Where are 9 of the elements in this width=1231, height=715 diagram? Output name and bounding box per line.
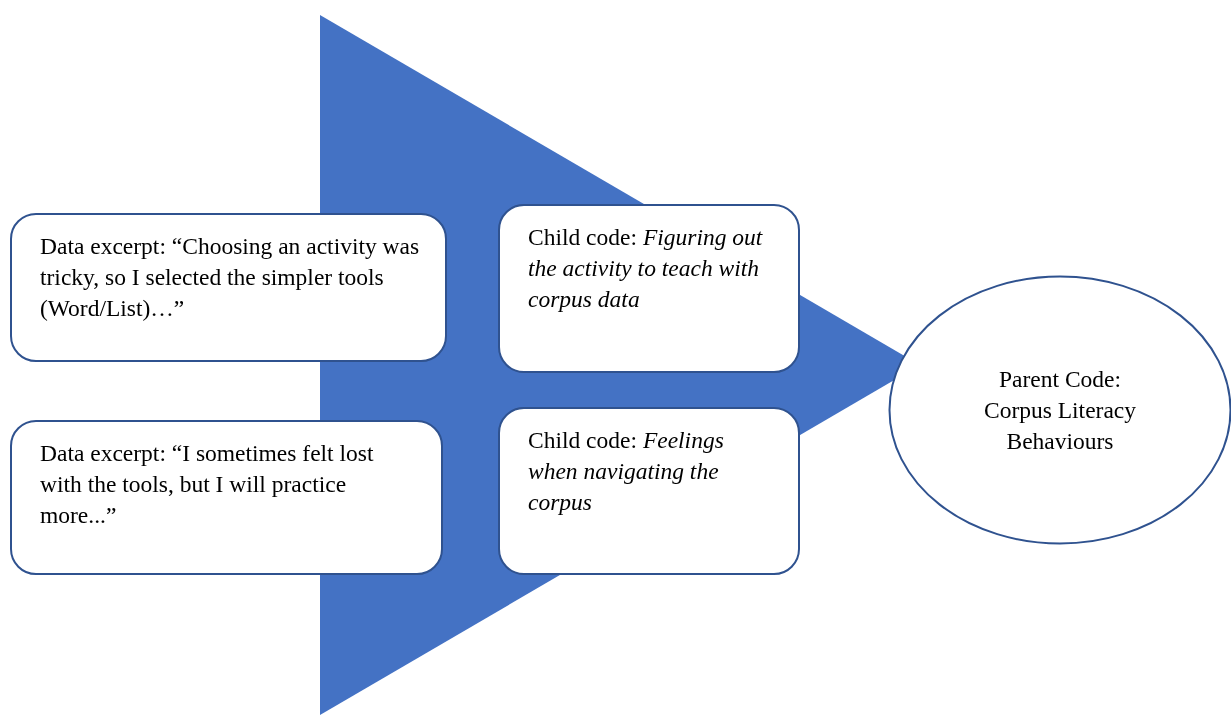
node-text: Child code: Figuring out the activity to teach with corpus data xyxy=(528,223,764,314)
rounded-box xyxy=(10,420,443,575)
node-text: Parent Code: Corpus Literacy Behaviours xyxy=(982,364,1138,456)
rounded-box xyxy=(10,213,447,362)
rounded-box xyxy=(498,407,800,575)
node-text: Data excerpt: “I sometimes felt lost with the tools, but I will practice more...” xyxy=(40,439,375,530)
rounded-box xyxy=(498,204,800,373)
node-text: Data excerpt: “Choosing an activity was tricky, so I selected the simpler tools (Word/List)…” xyxy=(40,232,421,323)
node-text: Child code: Feelings when navigating the corpus xyxy=(528,426,725,517)
